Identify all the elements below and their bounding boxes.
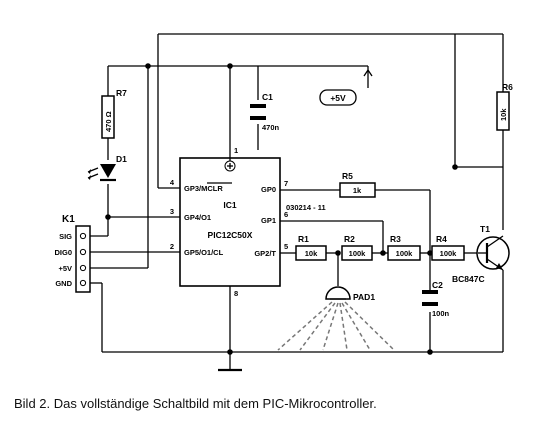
k1-pin-gnd: GND bbox=[55, 279, 72, 288]
r6-value: 10k bbox=[499, 108, 508, 121]
supply-label: +5V bbox=[330, 93, 346, 103]
r1-value: 10k bbox=[305, 249, 318, 258]
ic-ic1: 1 8 IC1 PIC12C50X 030214 - 11 GP3/MCLR G… bbox=[170, 146, 326, 298]
r3-name: R3 bbox=[390, 234, 401, 244]
c1-name: C1 bbox=[262, 92, 273, 102]
capacitor-c1: C1 470n bbox=[250, 92, 280, 132]
pad1-sensor: PAD1 bbox=[277, 286, 395, 351]
ic1-type: PIC12C50X bbox=[208, 230, 253, 240]
ic1-left-num-3: 2 bbox=[170, 242, 174, 251]
t1-type: BC847C bbox=[452, 274, 485, 284]
wires bbox=[90, 33, 504, 372]
r4-value: 100k bbox=[440, 249, 458, 258]
ic1-right-num-1: 7 bbox=[284, 179, 288, 188]
resistor-r2: R2 100k bbox=[341, 234, 373, 261]
ic1-pin-top: 1 bbox=[234, 146, 238, 155]
resistor-r3: R3 100k bbox=[387, 234, 421, 261]
ic1-left-label-3: GP5/O1/CL bbox=[184, 248, 224, 257]
k1-pin-sig: SIG bbox=[59, 232, 72, 241]
resistor-r7: R7 470 Ω bbox=[101, 88, 127, 139]
ic1-right-label-3: GP2/T bbox=[254, 249, 276, 258]
r3-value: 100k bbox=[396, 249, 414, 258]
k1-name: K1 bbox=[62, 214, 75, 225]
t1-name: T1 bbox=[480, 224, 490, 234]
resistor-r6: R6 10k bbox=[496, 82, 513, 131]
ic1-name: IC1 bbox=[223, 200, 237, 210]
r1-name: R1 bbox=[298, 234, 309, 244]
ic1-code: 030214 - 11 bbox=[286, 203, 326, 212]
k1-pin-dig0: DIG0 bbox=[54, 248, 72, 257]
ic1-left-label-1: GP3/MCLR bbox=[184, 184, 223, 193]
ic1-left-num-1: 4 bbox=[170, 178, 175, 187]
c1-value: 470n bbox=[262, 123, 280, 132]
ic1-left-label-2: GP4/O1 bbox=[184, 213, 211, 222]
ic1-right-label-2: GP1 bbox=[261, 216, 276, 225]
r7-name: R7 bbox=[116, 88, 127, 98]
ic1-left-num-2: 3 bbox=[170, 207, 174, 216]
d1-name: D1 bbox=[116, 154, 127, 164]
r2-name: R2 bbox=[344, 234, 355, 244]
ic1-right-num-2: 6 bbox=[284, 210, 288, 219]
resistor-r1: R1 10k bbox=[295, 234, 327, 261]
c2-name: C2 bbox=[432, 280, 443, 290]
figure-caption: Bild 2. Das vollständige Schaltbild mit … bbox=[14, 396, 377, 411]
led-d1: D1 bbox=[87, 154, 127, 182]
connector-k1: K1 SIG DIG0 +5V GND bbox=[54, 214, 91, 293]
resistor-r5: R5 1k bbox=[339, 171, 376, 198]
r7-value: 470 Ω bbox=[104, 111, 113, 132]
r5-value: 1k bbox=[353, 186, 362, 195]
r5-name: R5 bbox=[342, 171, 353, 181]
r4-name: R4 bbox=[436, 234, 447, 244]
ic1-right-label-1: GP0 bbox=[261, 185, 276, 194]
pad1-name: PAD1 bbox=[353, 292, 375, 302]
c2-value: 100n bbox=[432, 309, 450, 318]
r6-name: R6 bbox=[502, 82, 513, 92]
capacitor-c2: C2 100n bbox=[422, 280, 450, 318]
ic1-pin-bottom: 8 bbox=[234, 289, 238, 298]
k1-pin-5v: +5V bbox=[58, 264, 72, 273]
transistor-t1: T1 BC847C bbox=[452, 224, 510, 284]
supply-marker: +5V bbox=[319, 68, 373, 106]
resistor-r4: R4 100k bbox=[431, 234, 465, 261]
ic1-right-num-3: 5 bbox=[284, 242, 288, 251]
r2-value: 100k bbox=[349, 249, 367, 258]
